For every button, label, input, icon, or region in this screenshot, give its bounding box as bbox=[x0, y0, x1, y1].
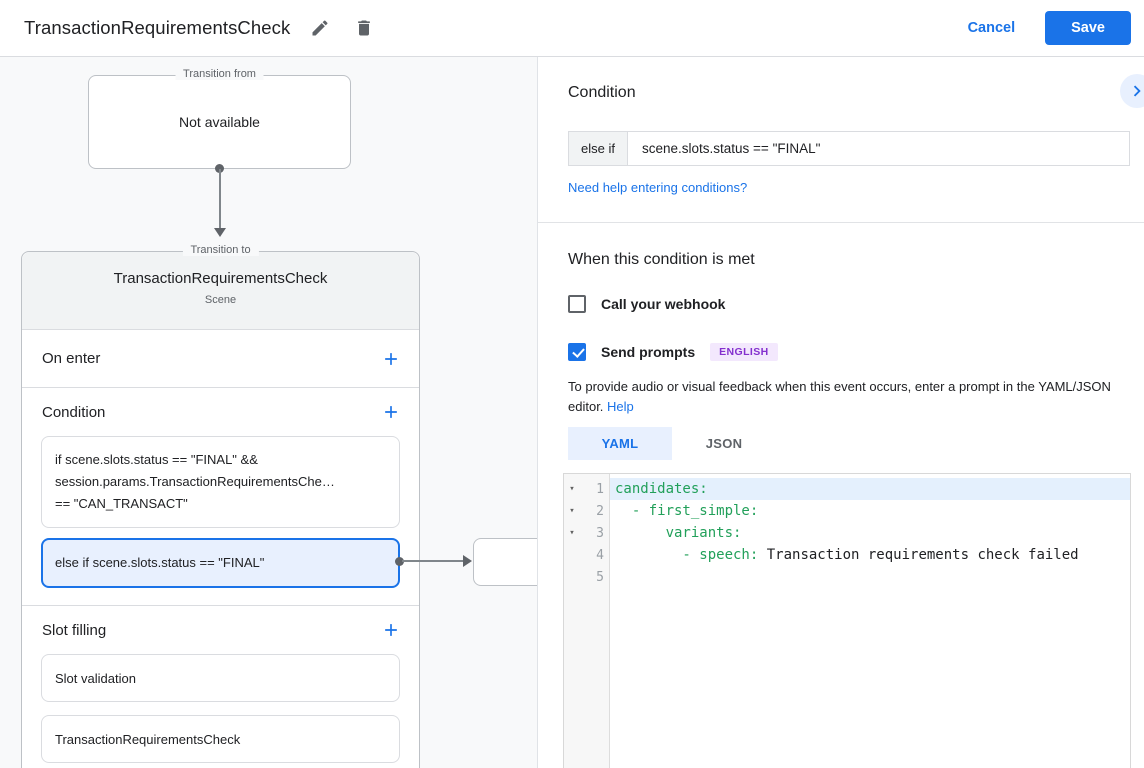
cancel-button[interactable]: Cancel bbox=[968, 20, 1016, 36]
line-number: 3 bbox=[580, 526, 609, 541]
condition-section: Condition if scene.slots.status == "FINA… bbox=[22, 388, 419, 606]
send-prompts-checkbox[interactable] bbox=[568, 343, 586, 361]
conditions-help-link[interactable]: Need help entering conditions? bbox=[568, 180, 747, 195]
line-number: 5 bbox=[580, 570, 609, 585]
condition-expression-row: else if bbox=[568, 131, 1130, 166]
save-button[interactable]: Save bbox=[1045, 11, 1131, 45]
slot-item[interactable]: TransactionRequirementsCheck bbox=[41, 715, 400, 763]
code-line[interactable]: - speech: Transaction requirements check… bbox=[610, 544, 1130, 566]
condition-items: if scene.slots.status == "FINAL" &&sessi… bbox=[22, 436, 419, 588]
connector-arrow-down-icon bbox=[214, 228, 226, 237]
fold-arrow-icon[interactable]: ▾ bbox=[564, 522, 580, 544]
prompt-description: To provide audio or visual feedback when… bbox=[568, 377, 1128, 417]
condition-expression-input[interactable] bbox=[628, 131, 1130, 166]
tab-yaml[interactable]: YAML bbox=[568, 427, 672, 460]
editor-gutter: ▾1▾2▾345 bbox=[564, 474, 610, 768]
editor-format-tabs: YAMLJSON bbox=[568, 427, 776, 460]
code-line[interactable]: - first_simple: bbox=[610, 500, 1130, 522]
app-header: TransactionRequirementsCheck Cancel Save bbox=[0, 0, 1144, 57]
condition-item-text: else if scene.slots.status == "FINAL" bbox=[55, 552, 264, 574]
slot-filling-section: Slot filling Slot validationTransactionR… bbox=[22, 606, 419, 763]
scene-card-header[interactable]: TransactionRequirementsCheck Scene bbox=[22, 252, 419, 330]
scene-card-subtitle: Scene bbox=[22, 294, 419, 306]
connector-arrow-right-icon bbox=[463, 555, 472, 567]
page-title: TransactionRequirementsCheck bbox=[24, 17, 290, 39]
condition-panel: Condition else if Need help entering con… bbox=[537, 57, 1144, 768]
pencil-icon bbox=[310, 18, 330, 38]
connector-line-horizontal bbox=[402, 560, 464, 562]
connector-line-vertical bbox=[219, 169, 221, 229]
code-line[interactable]: candidates: bbox=[610, 478, 1130, 500]
chevron-right-icon bbox=[1126, 80, 1144, 102]
add-condition-button[interactable] bbox=[379, 400, 403, 424]
condition-section-label: Condition bbox=[42, 404, 105, 421]
transition-to-card: Transition to TransactionRequirementsChe… bbox=[21, 251, 420, 768]
transition-target-box[interactable] bbox=[473, 538, 537, 586]
edit-scene-button[interactable] bbox=[306, 14, 334, 42]
transition-from-box: Transition from Not available bbox=[88, 75, 351, 169]
condition-item-selected[interactable]: else if scene.slots.status == "FINAL" bbox=[41, 538, 400, 588]
send-prompts-label: Send prompts bbox=[601, 344, 695, 360]
delete-scene-button[interactable] bbox=[350, 14, 378, 42]
panel-divider bbox=[538, 222, 1144, 223]
transition-from-value: Not available bbox=[179, 114, 260, 130]
scene-flow-canvas: Transition from Not available Transition… bbox=[0, 57, 537, 768]
on-enter-label: On enter bbox=[42, 350, 100, 367]
code-line[interactable]: variants: bbox=[610, 522, 1130, 544]
code-line[interactable] bbox=[610, 566, 1130, 588]
yaml-editor[interactable]: ▾1▾2▾345 candidates: - first_simple: var… bbox=[563, 473, 1131, 768]
fold-arrow-icon[interactable]: ▾ bbox=[564, 478, 580, 500]
editor-code-area[interactable]: candidates: - first_simple: variants: - … bbox=[610, 474, 1130, 768]
webhook-option-row: Call your webhook bbox=[568, 295, 725, 313]
fold-arrow-icon[interactable]: ▾ bbox=[564, 500, 580, 522]
line-number: 4 bbox=[580, 548, 609, 563]
on-enter-row[interactable]: On enter bbox=[22, 330, 419, 388]
when-met-title: When this condition is met bbox=[568, 251, 755, 269]
add-on-enter-button[interactable] bbox=[379, 347, 403, 371]
line-number: 1 bbox=[580, 482, 609, 497]
condition-item-text: if scene.slots.status == "FINAL" && bbox=[55, 449, 386, 471]
plus-icon bbox=[381, 349, 401, 369]
slot-item[interactable]: Slot validation bbox=[41, 654, 400, 702]
add-slot-button[interactable] bbox=[379, 618, 403, 642]
condition-item-text: == "CAN_TRANSACT" bbox=[55, 493, 386, 515]
language-badge: ENGLISH bbox=[710, 343, 777, 361]
slot-filling-section-label: Slot filling bbox=[42, 622, 106, 639]
call-webhook-checkbox[interactable] bbox=[568, 295, 586, 313]
slot-items: Slot validationTransactionRequirementsCh… bbox=[22, 654, 419, 763]
panel-title: Condition bbox=[568, 84, 636, 102]
help-link[interactable]: Help bbox=[607, 399, 634, 414]
scene-card-title: TransactionRequirementsCheck bbox=[22, 270, 419, 287]
condition-item[interactable]: if scene.slots.status == "FINAL" &&sessi… bbox=[41, 436, 400, 528]
plus-icon bbox=[381, 620, 401, 640]
call-webhook-label: Call your webhook bbox=[601, 296, 725, 312]
condition-item-text: session.params.TransactionRequirementsCh… bbox=[55, 471, 386, 493]
transition-to-label: Transition to bbox=[182, 244, 258, 256]
condition-prefix-label: else if bbox=[568, 131, 628, 166]
plus-icon bbox=[381, 402, 401, 422]
transition-from-label: Transition from bbox=[175, 68, 264, 80]
line-number: 2 bbox=[580, 504, 609, 519]
trash-icon bbox=[354, 18, 374, 38]
tab-json[interactable]: JSON bbox=[672, 427, 776, 460]
collapse-panel-button[interactable] bbox=[1120, 74, 1144, 108]
prompts-option-row: Send prompts ENGLISH bbox=[568, 343, 778, 361]
